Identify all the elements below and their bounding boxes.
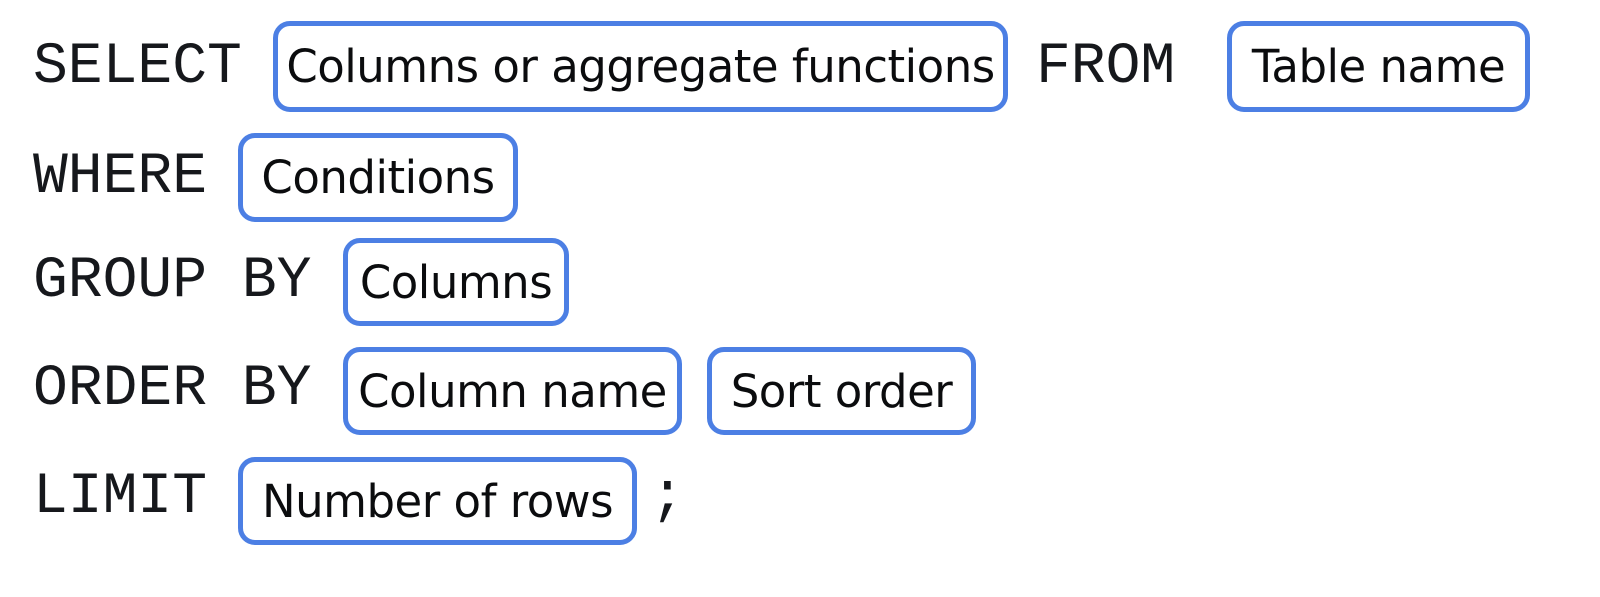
slot-order-by-sort-order[interactable]: Sort order (707, 347, 976, 435)
slot-order-by-column-name[interactable]: Column name (343, 347, 682, 435)
keyword-from: FROM (1036, 35, 1176, 100)
slot-group-by-columns-label: Columns (359, 255, 553, 309)
slot-select-columns[interactable]: Columns or aggregate functions (273, 21, 1008, 112)
keyword-where: WHERE (33, 145, 208, 210)
keyword-order-by: ORDER BY (33, 357, 312, 422)
slot-select-columns-label: Columns or aggregate functions (286, 40, 995, 93)
statement-terminator: ; (650, 465, 685, 530)
slot-where-conditions[interactable]: Conditions (238, 133, 518, 222)
slot-from-table-name[interactable]: Table name (1227, 21, 1530, 112)
slot-order-by-sort-order-label: Sort order (730, 364, 953, 418)
slot-order-by-column-name-label: Column name (358, 364, 667, 418)
slot-limit-number-of-rows[interactable]: Number of rows (238, 457, 637, 545)
keyword-select: SELECT (33, 35, 242, 100)
keyword-group-by: GROUP BY (33, 249, 312, 314)
slot-limit-number-of-rows-label: Number of rows (261, 474, 614, 528)
slot-where-conditions-label: Conditions (261, 151, 495, 204)
slot-group-by-columns[interactable]: Columns (343, 238, 569, 326)
slot-from-table-name-label: Table name (1251, 40, 1506, 93)
keyword-limit: LIMIT (33, 465, 208, 530)
